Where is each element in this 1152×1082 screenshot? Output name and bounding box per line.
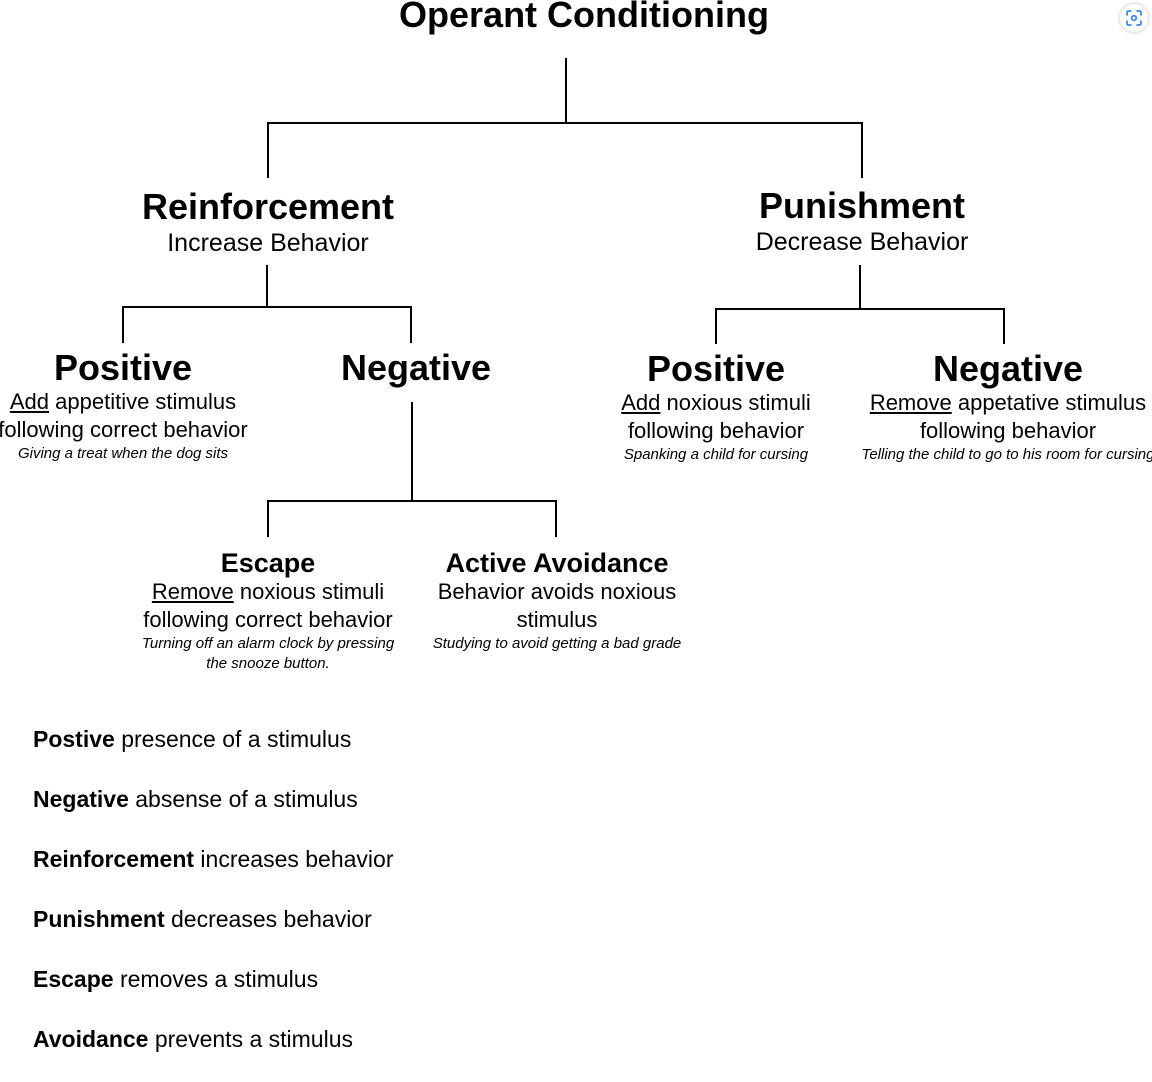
negative-punishment-desc-rest: appetative stimulus	[951, 390, 1147, 415]
escape-desc: Remove noxious stimuli	[142, 578, 394, 606]
legend-term: Reinforcement	[33, 846, 195, 872]
positive-reinforcement-node: Positive Add appetitive stimulus followi…	[0, 348, 248, 464]
scan-glyph-icon	[1126, 10, 1142, 26]
escape-desc-rest: noxious stimuli	[233, 579, 385, 604]
escape-verb: Remove	[151, 579, 234, 604]
escape-example-line2: the snooze button.	[206, 655, 330, 672]
negative-punishment-desc-line2: following behavior	[919, 418, 1097, 443]
screenshot-scan-icon[interactable]	[1120, 4, 1148, 32]
definitions-legend: Postive presence of a stimulus Negative …	[33, 722, 394, 1082]
active-avoidance-heading: Active Avoidance	[445, 548, 669, 578]
negative-punishment-node: Negative Remove appetative stimulus foll…	[862, 349, 1152, 465]
active-avoidance-desc-line1: Behavior avoids noxious	[437, 579, 677, 604]
positive-reinforcement-verb: Add	[9, 389, 50, 414]
positive-reinforcement-heading: Positive	[53, 347, 193, 388]
legend-term: Avoidance	[33, 1026, 149, 1052]
legend-definition: removes a stimulus	[113, 966, 319, 992]
positive-reinforcement-desc-line2: following correct behavior	[0, 417, 248, 442]
legend-term: Escape	[33, 966, 114, 992]
active-avoidance-desc-line2: stimulus	[516, 607, 598, 632]
legend-item: Reinforcement increases behavior	[33, 842, 394, 902]
punishment-subtitle: Decrease Behavior	[755, 228, 969, 256]
positive-reinforcement-example: Giving a treat when the dog sits	[17, 445, 229, 462]
negative-punishment-example: Telling the child to go to his room for …	[861, 446, 1152, 463]
positive-punishment-example: Spanking a child for cursing	[623, 446, 809, 463]
positive-punishment-desc-rest: noxious stimuli	[660, 390, 811, 415]
legend-term: Negative	[33, 786, 129, 812]
punishment-node: Punishment Decrease Behavior	[756, 187, 969, 259]
reinforcement-heading: Reinforcement	[141, 186, 395, 227]
active-avoidance-node: Active Avoidance Behavior avoids noxious…	[433, 548, 682, 654]
legend-item: Punishment decreases behavior	[33, 902, 394, 962]
legend-definition: presence of a stimulus	[114, 726, 352, 752]
legend-item: Escape removes a stimulus	[33, 962, 394, 1022]
legend-definition: decreases behavior	[164, 906, 372, 932]
legend-definition: increases behavior	[194, 846, 394, 872]
legend-item: Avoidance prevents a stimulus	[33, 1022, 394, 1082]
legend-term: Punishment	[33, 906, 165, 932]
negative-punishment-desc: Remove appetative stimulus	[862, 389, 1152, 417]
connector-lines	[122, 58, 1005, 537]
positive-punishment-desc-line2: following behavior	[627, 418, 805, 443]
positive-punishment-verb: Add	[621, 390, 661, 415]
reinforcement-node: Reinforcement Increase Behavior	[142, 188, 394, 260]
positive-reinforcement-desc-rest: appetitive stimulus	[49, 389, 237, 414]
punishment-heading: Punishment	[758, 185, 965, 226]
positive-punishment-node: Positive Add noxious stimuli following b…	[621, 349, 811, 465]
legend-definition: absense of a stimulus	[128, 786, 358, 812]
positive-punishment-heading: Positive	[646, 348, 786, 389]
escape-example-line1: Turning off an alarm clock by pressing	[141, 635, 395, 652]
positive-punishment-desc: Add noxious stimuli	[621, 389, 811, 417]
legend-item: Negative absense of a stimulus	[33, 782, 394, 842]
negative-reinforcement-node: Negative	[341, 348, 491, 388]
escape-node: Escape Remove noxious stimuli following …	[142, 548, 394, 674]
escape-desc-line2: following correct behavior	[143, 607, 393, 632]
negative-punishment-verb: Remove	[869, 390, 952, 415]
negative-punishment-heading: Negative	[932, 348, 1084, 389]
negative-reinforcement-heading: Negative	[340, 347, 492, 388]
diagram-title: Operant Conditioning	[399, 0, 769, 35]
positive-reinforcement-desc: Add appetitive stimulus	[0, 388, 248, 416]
active-avoidance-example: Studying to avoid getting a bad grade	[432, 635, 682, 652]
escape-heading: Escape	[220, 548, 316, 578]
legend-item: Postive presence of a stimulus	[33, 722, 394, 782]
legend-definition: prevents a stimulus	[148, 1026, 353, 1052]
reinforcement-subtitle: Increase Behavior	[167, 229, 369, 257]
legend-term: Postive	[33, 726, 115, 752]
